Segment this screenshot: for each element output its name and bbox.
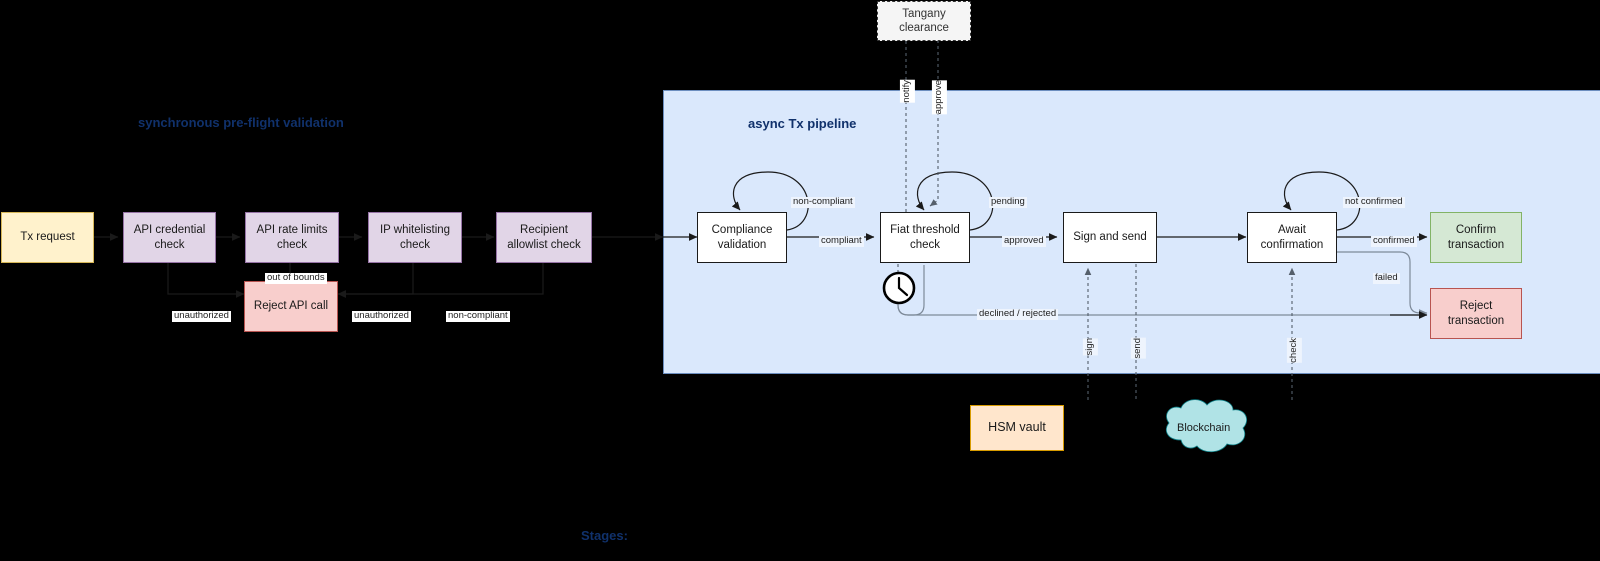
node-label: Await confirmation: [1260, 224, 1324, 251]
blockchain-label: Blockchain: [1177, 422, 1231, 434]
node-reject-api-call[interactable]: Reject API call: [244, 281, 338, 332]
node-ip-whitelisting-check[interactable]: IP whitelisting check: [368, 212, 462, 263]
node-label: Reject API call: [253, 300, 329, 313]
node-hsm-vault[interactable]: HSM vault: [970, 405, 1064, 451]
node-label: Fiat threshold check: [890, 224, 960, 251]
edge-label-sign: sign: [1083, 338, 1098, 356]
edge-label-declined-rejected: declined / rejected: [977, 308, 1059, 320]
node-sign-and-send[interactable]: Sign and send: [1063, 212, 1157, 263]
node-tangany-clearance[interactable]: Tangany clearance: [877, 1, 971, 41]
node-api-credential-check[interactable]: API credential check: [123, 212, 216, 263]
edge-label-pending: pending: [989, 196, 1027, 208]
node-label: IP whitelisting check: [379, 224, 451, 251]
node-label: API rate limits check: [256, 224, 328, 251]
edge-label-out-of-bounds: out of bounds: [265, 272, 327, 284]
node-label: HSM vault: [988, 420, 1046, 435]
edge-label-check: check: [1287, 338, 1302, 363]
node-await-confirmation[interactable]: Await confirmation: [1247, 212, 1337, 263]
node-reject-transaction[interactable]: Reject transaction: [1430, 288, 1522, 339]
edge-label-approve: approve: [932, 80, 947, 115]
edge-label-non-compliant-loop: non-compliant: [791, 196, 855, 208]
edge-label-send: send: [1131, 338, 1146, 359]
node-compliance-validation[interactable]: Compliance validation: [697, 212, 787, 263]
edge-label-failed: failed: [1373, 272, 1400, 284]
edge-label-notify: notify: [900, 80, 915, 103]
sync-stage-title: synchronous pre-flight validation: [138, 115, 344, 130]
edge-label-non-compliant-sync: non-compliant: [446, 310, 510, 322]
node-label: Recipient allowlist check: [507, 224, 581, 251]
node-confirm-transaction[interactable]: Confirm transaction: [1430, 212, 1522, 263]
edge-label-confirmed: confirmed: [1371, 235, 1417, 247]
node-tx-request[interactable]: Tx request: [1, 212, 94, 263]
edge-label-approved: approved: [1002, 235, 1046, 247]
stages-label: Stages:: [581, 528, 628, 543]
edge-label-unauthorized-1: unauthorized: [172, 310, 231, 322]
node-label: Sign and send: [1073, 231, 1147, 244]
node-label: Compliance validation: [711, 224, 773, 251]
async-stage-title: async Tx pipeline: [748, 116, 857, 131]
node-api-rate-limits-check[interactable]: API rate limits check: [245, 212, 339, 263]
node-label: Tx request: [20, 231, 75, 244]
node-label: Reject transaction: [1447, 300, 1505, 327]
edge-label-not-confirmed: not confirmed: [1343, 196, 1405, 208]
node-label: Tangany clearance: [899, 7, 949, 34]
node-recipient-allowlist-check[interactable]: Recipient allowlist check: [496, 212, 592, 263]
node-fiat-threshold-check[interactable]: Fiat threshold check: [880, 212, 970, 263]
edge-label-compliant: compliant: [819, 235, 864, 247]
edge-label-unauthorized-2: unauthorized: [352, 310, 411, 322]
node-label: API credential check: [133, 224, 206, 251]
node-label: Confirm transaction: [1447, 224, 1505, 251]
